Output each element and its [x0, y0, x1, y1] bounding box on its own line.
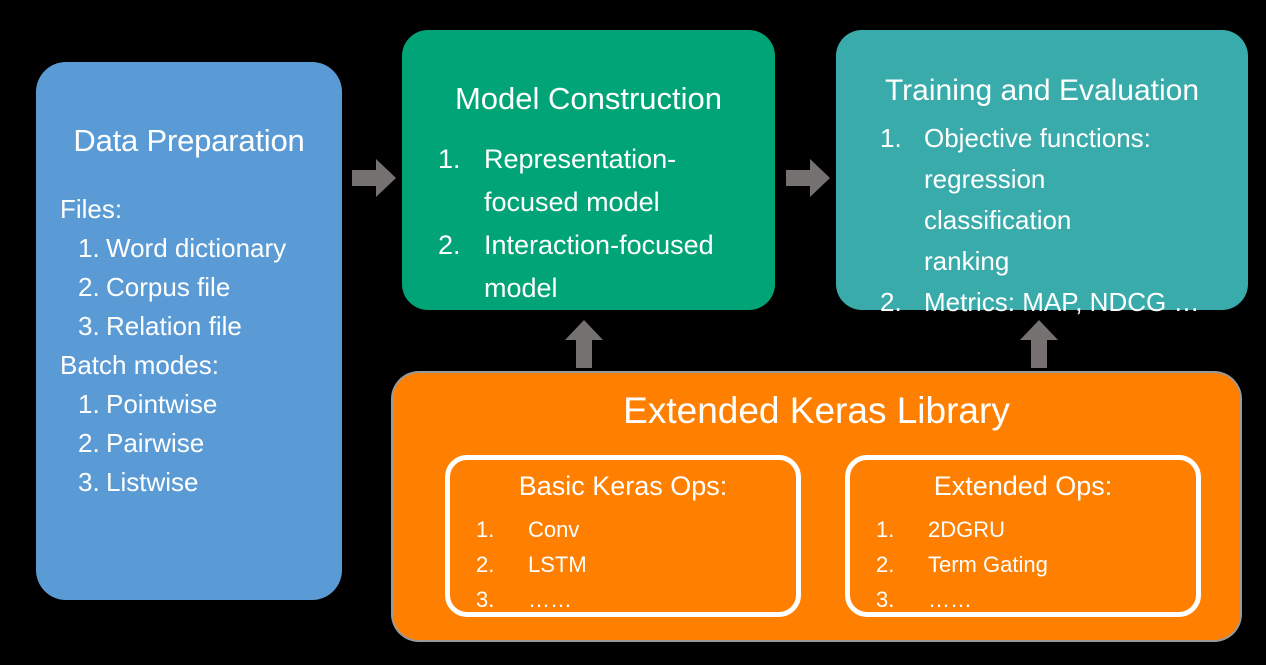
arrow-model-to-training: [784, 154, 832, 202]
list-number: 2.: [476, 552, 495, 577]
list-item: 3. ……: [472, 582, 790, 617]
list-text: Pairwise: [106, 428, 205, 458]
list-number: 3.: [78, 311, 100, 341]
list-number: 2.: [78, 428, 100, 458]
basic-keras-ops-title: Basic Keras Ops:: [518, 471, 728, 501]
list-text: 2DGRU: [928, 517, 1006, 542]
list-item: 3. Listwise: [60, 463, 334, 502]
model-construction-box: Model Construction 1. Representation-foc…: [402, 30, 775, 310]
list-number: 3.: [876, 587, 895, 612]
list-item: 1. Word dictionary: [60, 229, 334, 268]
batch-modes-label: Batch modes:: [60, 350, 219, 380]
list-number: 3.: [476, 587, 495, 612]
training-evaluation-body: 1. Objective functions: regression class…: [866, 118, 1242, 323]
list-item: 2. Interaction-focused model: [432, 224, 765, 310]
list-item: 1. Pointwise: [60, 385, 334, 424]
list-text: Metrics: MAP, NDCG …: [924, 287, 1200, 317]
files-list: 1. Word dictionary 2. Corpus file 3. Rel…: [60, 229, 334, 346]
training-evaluation-title: Training and Evaluation: [884, 74, 1200, 107]
list-text: Objective functions:: [924, 123, 1151, 153]
list-item: 1. Conv: [472, 512, 790, 547]
list-item: 2. LSTM: [472, 547, 790, 582]
list-item: 2. Corpus file: [60, 268, 334, 307]
extended-ops-list: 1. 2DGRU 2. Term Gating 3. ……: [872, 512, 1190, 617]
list-number: 1.: [876, 517, 895, 542]
model-construction-body: 1. Representation-focused model 2. Inter…: [432, 138, 765, 310]
list-text: Corpus file: [106, 272, 231, 302]
files-label: Files:: [60, 194, 123, 224]
training-evaluation-box: Training and Evaluation 1. Objective fun…: [836, 30, 1248, 317]
list-item: 2. Pairwise: [60, 424, 334, 463]
batch-modes-list: 1. Pointwise 2. Pairwise 3. Listwise: [60, 385, 334, 502]
data-preparation-title: Data Preparation: [73, 123, 305, 158]
model-construction-list: 1. Representation-focused model 2. Inter…: [432, 138, 765, 310]
list-text: LSTM: [528, 552, 587, 577]
list-text: Representation-focused model: [484, 144, 677, 217]
list-item: 3. ……: [872, 582, 1190, 617]
arrow-data-prep-to-model: [350, 154, 398, 202]
data-preparation-body: Files: 1. Word dictionary 2. Corpus file…: [60, 190, 334, 502]
data-preparation-box: Data Preparation Files: 1. Word dictiona…: [36, 62, 342, 600]
list-item: 1. Representation-focused model: [432, 138, 765, 224]
list-number: 1.: [476, 517, 495, 542]
extended-keras-library-title: Extended Keras Library: [623, 390, 1010, 431]
basic-keras-ops-box: Basic Keras Ops: 1. Conv 2. LSTM 3. ……: [445, 455, 801, 617]
list-item: 2. Term Gating: [872, 547, 1190, 582]
list-number: 2.: [880, 287, 902, 317]
list-number: 2.: [438, 230, 461, 260]
list-text: Interaction-focused model: [484, 230, 714, 303]
list-text: Relation file: [106, 311, 242, 341]
list-number: 1.: [78, 233, 100, 263]
list-text: Conv: [528, 517, 580, 542]
list-text: ……: [528, 587, 572, 612]
objective-subline: regression: [924, 164, 1046, 194]
training-evaluation-list: 1. Objective functions: regression class…: [866, 118, 1242, 323]
basic-keras-ops-list: 1. Conv 2. LSTM 3. ……: [472, 512, 790, 617]
objective-subline: classification: [924, 205, 1072, 235]
list-item: 1. Objective functions: regression class…: [866, 118, 1242, 282]
list-number: 3.: [78, 467, 100, 497]
list-item: 2. Metrics: MAP, NDCG …: [866, 282, 1242, 323]
model-construction-title: Model Construction: [454, 81, 723, 116]
list-text: Term Gating: [928, 552, 1048, 577]
list-text: Pointwise: [106, 389, 218, 419]
list-text: Listwise: [106, 467, 199, 497]
list-number: 1.: [880, 123, 902, 153]
extended-ops-box: Extended Ops: 1. 2DGRU 2. Term Gating 3.…: [845, 455, 1201, 617]
extended-keras-library-box: Extended Keras Library Basic Keras Ops: …: [393, 373, 1240, 640]
list-number: 1.: [78, 389, 100, 419]
list-number: 2.: [876, 552, 895, 577]
list-item: 1. 2DGRU: [872, 512, 1190, 547]
arrow-keras-to-training: [1018, 318, 1060, 370]
extended-ops-title: Extended Ops:: [933, 471, 1113, 501]
objective-subline: ranking: [924, 246, 1010, 276]
list-number: 2.: [78, 272, 100, 302]
list-item: 3. Relation file: [60, 307, 334, 346]
basic-keras-ops-body: 1. Conv 2. LSTM 3. ……: [472, 512, 790, 617]
list-text: ……: [928, 587, 972, 612]
arrow-keras-to-model: [563, 318, 605, 370]
list-text: Word dictionary: [106, 233, 287, 263]
list-number: 1.: [438, 144, 461, 174]
extended-ops-body: 1. 2DGRU 2. Term Gating 3. ……: [872, 512, 1190, 617]
